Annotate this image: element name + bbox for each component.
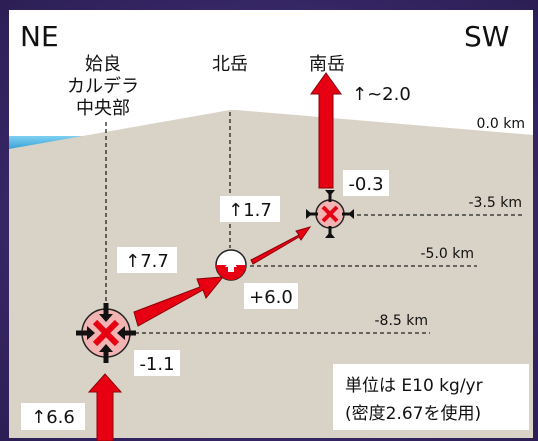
minamidake-source-value: -0.3 [348,174,383,195]
flow-arrows [87,72,342,441]
unit-note-line2: (密度2.67を使用) [345,403,481,424]
aira-to-kitadake-arrow [133,276,225,327]
kitadake-source-value: +6.0 [249,287,293,308]
aira-contraction-arrows [76,303,136,363]
aira-label-line3: 中央部 [76,98,130,119]
minamidake-up-value: ↑~2.0 [352,84,411,105]
kitadake-up-value: ↑1.7 [228,200,272,221]
deep-supply-arrow [87,373,123,441]
minamidake-source-value-box [343,170,389,196]
minamidake-source [306,190,354,238]
direction-ne-label: NE [20,20,59,53]
unit-note-line1: 単位は E10 kg/yr [345,376,483,396]
kitadake-source-fill [216,265,246,280]
direction-sw-label: SW [464,20,509,53]
depth-label-5-0km: -5.0 km [420,246,474,262]
minamidake-contraction-arrows [306,190,354,238]
kitadake-up-value-box [220,196,280,222]
aira-source [76,303,136,363]
unit-note-box [333,364,529,430]
aira-label-line1: 姶良 [85,54,121,75]
deep-supply-value-box [21,403,85,430]
aira-label-line2: カルデラ [67,76,139,97]
depth-label-3-5km: -3.5 km [468,195,522,211]
transfer-value-box [117,247,177,273]
aira-label: 姶良 カルデラ 中央部 [67,54,139,119]
depth-label-8-5km: -8.5 km [374,313,428,329]
depth-label-surface: 0.0 km [477,116,525,132]
kitadake-up-triangle [225,259,237,267]
deep-supply-value: ↑6.6 [31,407,75,428]
transfer-value: ↑7.7 [125,251,169,272]
kitadake-label: 北岳 [212,54,248,75]
guide-lines [105,112,524,334]
minamidake-outflow-arrow [310,72,342,189]
kitadake-source [215,249,247,281]
kitadake-to-minamidake-arrow [250,226,312,265]
aira-source-value: -1.1 [139,354,174,375]
kitadake-source-value-box [244,283,298,309]
aira-source-value-box [134,350,180,376]
minamidake-label: 南岳 [309,54,345,75]
